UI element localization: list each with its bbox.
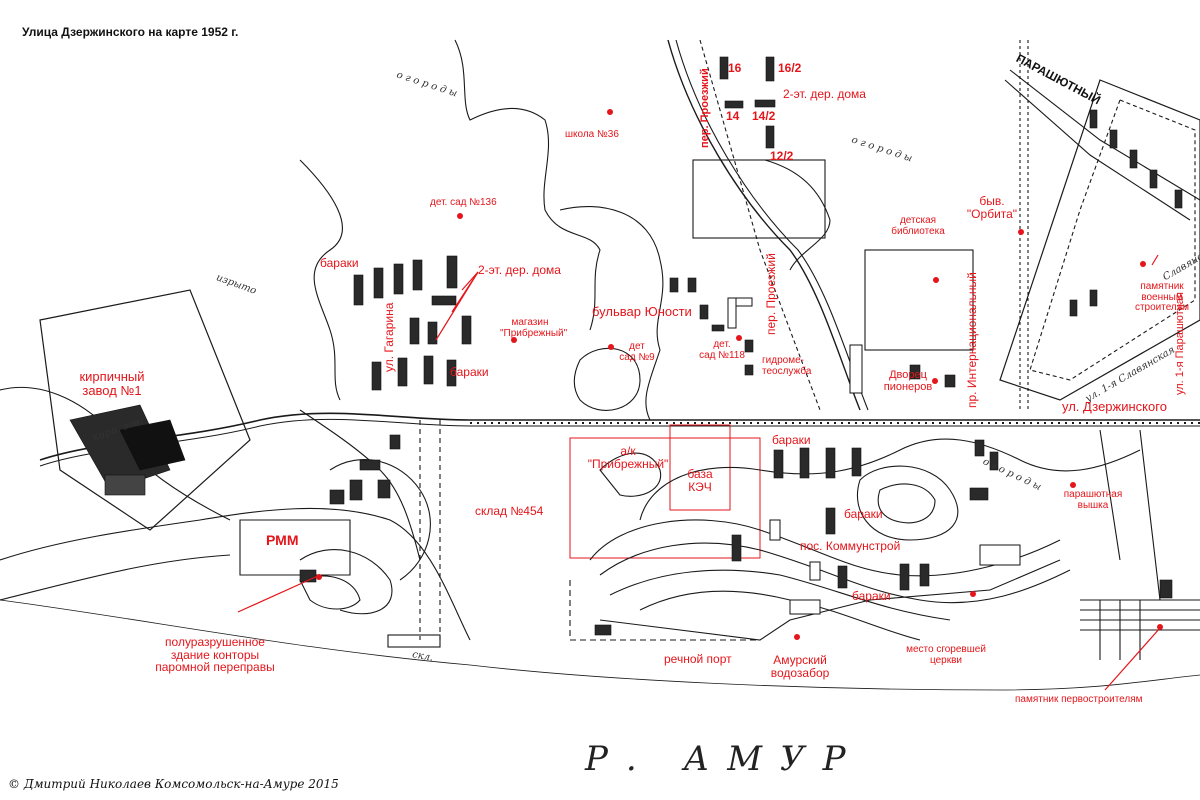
boulevard-yunosti-label: бульвар Юности <box>592 304 692 319</box>
two-floor-houses-left-label: 2-эт. дер. дома <box>478 263 561 277</box>
monument-military-builders-line3: строителям <box>1134 302 1190 313</box>
monument-military-builders-line1: памятник <box>1140 281 1184 292</box>
copyright-credit: © Дмитрий Николаев Комсомольск-на-Амуре … <box>8 777 339 791</box>
hydromet-line2: теослужба <box>762 365 812 377</box>
house-14-2-label: 14/2 <box>752 109 776 123</box>
rmm-label: РММ <box>266 532 299 548</box>
amur-water-intake-line1: Амурский <box>773 653 827 667</box>
school-36-label: школа №36 <box>565 129 619 140</box>
childrens-library-label: детская библиотека <box>880 215 956 237</box>
ak-pribrezhny-label: а/к "Прибрежный" <box>580 445 676 470</box>
ak-pribrezhny-line1: а/к <box>620 444 636 458</box>
ak-pribrezhny-line2: "Прибрежный" <box>587 456 669 471</box>
house-16-label: 16 <box>728 61 742 75</box>
house-12-2-label: 12/2 <box>770 149 794 163</box>
parashyutnaya-1-street-label: ул. 1-я Парашютная <box>1174 292 1186 395</box>
kindergarten-136-label: дет. сад №136 <box>430 197 497 208</box>
ferry-office-ruins-label: полуразрушенное здание конторы паромной … <box>150 636 280 674</box>
parachute-tower-line2: вышка <box>1077 499 1109 511</box>
base-kech-line1: база <box>687 467 713 481</box>
two-floor-houses-top-label: 2-эт. дер. дома <box>783 87 866 101</box>
lane-proezzhiy-top-label: пер. Проезжий <box>699 68 711 148</box>
house-14-label: 14 <box>726 109 740 123</box>
river-label: Р. АМУР <box>585 739 864 779</box>
brick-factory-fence <box>39 289 251 531</box>
shop-pribrezhny-line1: магазин <box>511 317 549 328</box>
marker-dot <box>607 109 613 115</box>
barracks-right-top-label: бараки <box>772 433 811 447</box>
monument-military-builders-label: памятник военным строителям <box>1120 281 1200 314</box>
kindergarten-118-line1: дет. <box>713 339 731 350</box>
burned-church-site-label: место сгоревшей церкви <box>898 644 994 666</box>
barracks-bottom-label: бараки <box>450 365 489 379</box>
shop-pribrezhny-line2: "Прибрежный" <box>500 327 568 339</box>
brick-factory-label: кирпичный завод №1 <box>72 370 152 397</box>
barracks-right-mid-label: бараки <box>844 507 883 521</box>
parachute-tower-label: парашютная вышка <box>1060 489 1126 511</box>
river-port-label: речной порт <box>664 652 732 666</box>
kindergarten-9-line2: сад №9 <box>619 351 655 363</box>
proezzhiy-lane-line <box>667 39 861 411</box>
kindergarten-118-label: дет. сад №118 <box>696 339 748 361</box>
kindergarten-9-label: дет сад №9 <box>612 341 662 363</box>
lane-proezzhiy-label: пер. Проезжий <box>764 253 778 335</box>
pioneers-palace-line1: Дворец <box>889 369 927 381</box>
brick-factory-line1: кирпичный <box>79 369 145 384</box>
hydromet-label: гидроме- теослужба <box>762 355 812 377</box>
gagarin-street-label: ул. Гагарина <box>382 302 396 372</box>
former-orbita-line2: "Орбита" <box>966 206 1018 221</box>
ferry-office-ruins-line2: здание конторы <box>170 647 260 662</box>
childrens-library-line1: детская <box>899 215 937 226</box>
amur-water-intake-label: Амурский водозабор <box>760 654 840 679</box>
ferry-office-ruins-line3: паромной переправы <box>155 660 275 675</box>
prospect-internatsionalny-label: пр. Интернациональный <box>965 272 979 408</box>
monument-first-builders-label: памятник первостроителям <box>1015 694 1143 705</box>
pioneers-palace-label: Дворец пионеров <box>878 369 938 393</box>
monument-military-builders-line2: военным <box>1141 291 1183 303</box>
hydromet-line1: гидроме- <box>762 355 804 366</box>
kindergarten-9-line1: дет <box>629 341 645 352</box>
burned-church-site-line2: церкви <box>929 654 962 666</box>
map-title: Улица Дзержинского на карте 1952 г. <box>22 25 239 39</box>
childrens-library-line2: библиотека <box>891 225 945 237</box>
brick-factory-line2: завод №1 <box>82 382 142 398</box>
barracks-top-label: бараки <box>320 256 359 270</box>
shop-pribrezhny-label: магазин "Прибрежный" <box>500 317 568 339</box>
former-orbita-label: быв. "Орбита" <box>952 195 1032 220</box>
barracks-right-bottom-label: бараки <box>852 589 891 603</box>
amur-water-intake-line2: водозабор <box>770 665 830 680</box>
ravine-outline <box>299 159 343 401</box>
block-library <box>864 249 974 351</box>
warehouse-454-label: склад №454 <box>475 504 544 518</box>
base-kech-label: база КЭЧ <box>680 468 720 493</box>
ferry-office-ruins-line1: полуразрушенное <box>165 635 265 649</box>
dzerzhinsky-street-label: ул. Дзержинского <box>1062 399 1167 414</box>
barrack <box>353 274 364 306</box>
base-kech-line2: КЭЧ <box>688 479 712 494</box>
former-orbita-line1: быв. <box>979 194 1005 208</box>
block-boulevard <box>692 159 826 239</box>
burned-church-site-line1: место сгоревшей <box>906 644 986 655</box>
pioneers-palace-line2: пионеров <box>883 380 933 393</box>
kindergarten-118-line2: сад №118 <box>699 349 745 361</box>
house-16-2-label: 16/2 <box>778 61 802 75</box>
komsomstroy-settlement-label: пос. Коммунстрой <box>800 539 901 553</box>
parachute-tower-line1: парашютная <box>1063 489 1123 500</box>
